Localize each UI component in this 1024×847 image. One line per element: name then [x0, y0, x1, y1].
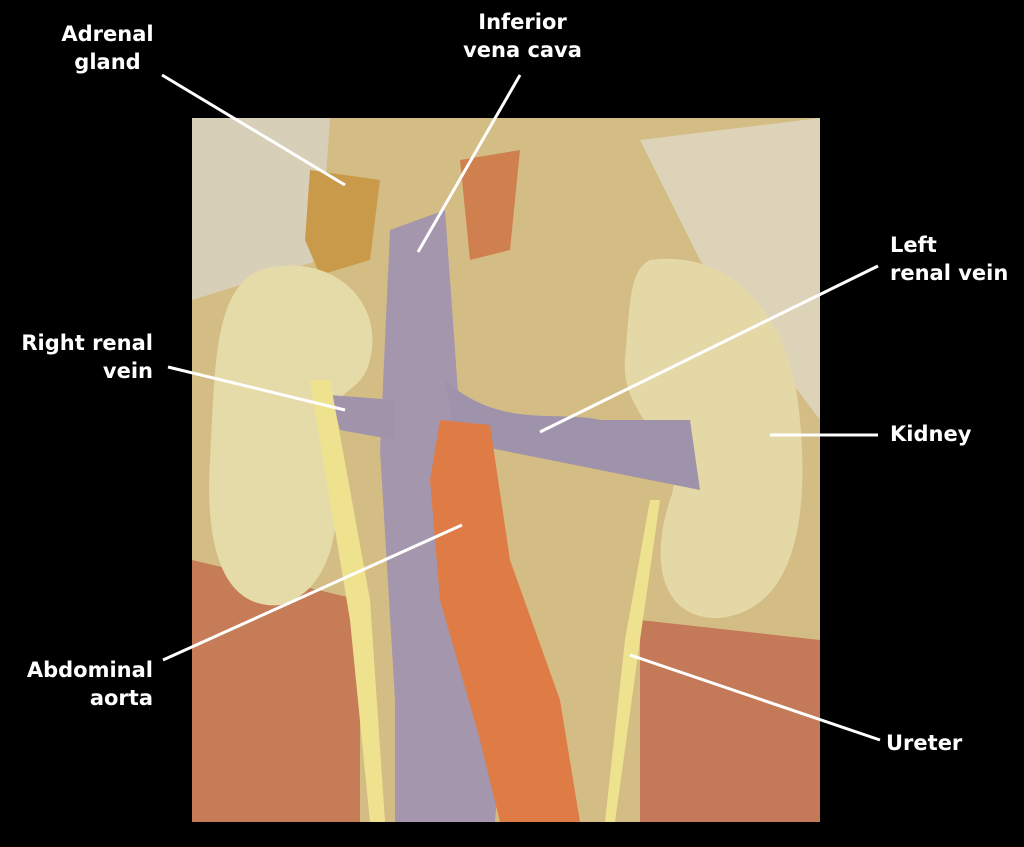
- right-ureter: [310, 380, 385, 822]
- label-line: aorta: [89, 686, 153, 710]
- label-kidney: Kidney: [890, 420, 971, 448]
- label-right-renal-vein: Right renal vein: [0, 329, 153, 385]
- right-renal-vein: [330, 395, 395, 440]
- label-line: Ureter: [886, 731, 963, 755]
- label-left-renal-vein: Left renal vein: [890, 231, 1008, 287]
- adrenal-gland-leader: [161, 73, 346, 187]
- leader-lines: [161, 73, 881, 742]
- label-abdominal-aorta: Abdominal aorta: [0, 656, 153, 712]
- left-psoas-muscle: [640, 620, 820, 822]
- abdominal-aorta-leader: [162, 523, 463, 662]
- label-line: vein: [102, 359, 153, 383]
- inferior-vena-cava-leader: [416, 74, 522, 253]
- label-line: renal vein: [890, 261, 1009, 285]
- label-line: vena cava: [463, 38, 582, 62]
- label-line: Inferior: [478, 10, 567, 34]
- left-renal-vein-leader: [539, 264, 879, 434]
- label-line: Kidney: [890, 422, 972, 446]
- left-renal-vein: [445, 380, 700, 490]
- label-line: Left: [890, 233, 937, 257]
- ureter-leader: [629, 653, 881, 742]
- left-kidney: [624, 258, 803, 619]
- diaphragm-right: [192, 118, 330, 300]
- label-line: Right renal: [21, 331, 153, 355]
- label-adrenal-gland: Adrenal gland: [40, 20, 175, 76]
- right-renal-vein-leader: [167, 365, 346, 412]
- right-kidney: [209, 265, 373, 606]
- crus-muscle: [460, 150, 520, 260]
- label-ureter: Ureter: [886, 729, 962, 757]
- adrenal-gland: [305, 170, 380, 275]
- label-inferior-vena-cava: Inferior vena cava: [450, 8, 595, 64]
- abdominal-aorta: [430, 420, 580, 822]
- left-ureter: [605, 500, 660, 822]
- label-line: Adrenal: [61, 22, 154, 46]
- right-psoas-muscle: [192, 560, 360, 822]
- label-line: gland: [74, 50, 141, 74]
- label-line: Abdominal: [26, 658, 153, 682]
